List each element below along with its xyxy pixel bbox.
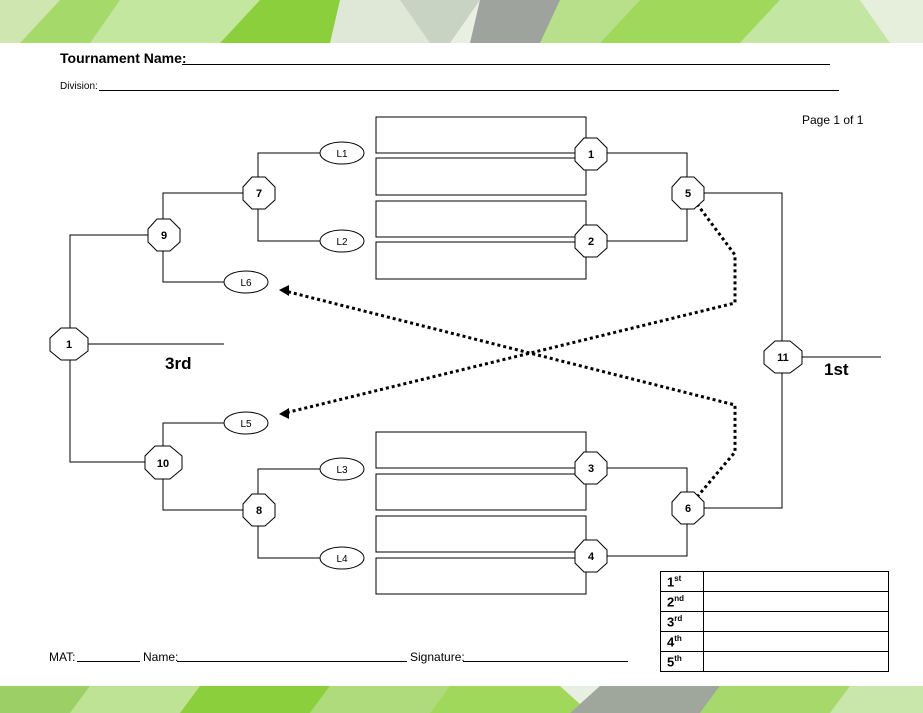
bottom-banner <box>0 686 923 713</box>
mat-field[interactable] <box>77 661 140 662</box>
placement-name-cell[interactable] <box>703 631 889 652</box>
placement-table: 1st 2nd 3rd 4th 5th <box>660 571 889 672</box>
placement-number: 4 <box>667 634 675 650</box>
match-node-label: 8 <box>256 505 262 517</box>
loser-slot-label: L4 <box>336 554 348 565</box>
match-node-label: 5 <box>685 188 691 200</box>
division-label: Division: <box>60 81 98 92</box>
competitor-box[interactable] <box>375 473 587 511</box>
match-node-label: 1 <box>588 149 594 161</box>
placement-number: 5 <box>667 654 675 670</box>
match-node-label: 1 <box>66 339 72 351</box>
placement-name-cell[interactable] <box>703 611 889 632</box>
match-node-label: 6 <box>685 503 691 515</box>
placement-suffix: th <box>674 653 682 663</box>
placement-row: 5th <box>660 651 889 672</box>
match-node-label: 2 <box>588 236 594 248</box>
loser-slot-label: L5 <box>240 419 252 430</box>
placement-name-cell[interactable] <box>703 591 889 612</box>
competitor-box[interactable] <box>375 515 587 553</box>
placement-row: 3rd <box>660 611 889 632</box>
placement-suffix: nd <box>674 593 685 603</box>
division-line[interactable] <box>99 90 839 91</box>
placement-name-cell[interactable] <box>703 571 889 592</box>
competitor-box[interactable] <box>375 200 587 238</box>
tournament-name-label: Tournament Name: <box>60 50 187 66</box>
name-field[interactable] <box>177 661 407 662</box>
placement-number: 3 <box>667 614 675 630</box>
loser-slot-label: L2 <box>336 237 348 248</box>
competitor-box[interactable] <box>375 116 587 154</box>
loser-slot-label: L3 <box>336 465 348 476</box>
match-node-label: 4 <box>588 551 595 563</box>
top-banner <box>0 0 923 43</box>
match-node-label: 7 <box>256 188 262 200</box>
name-label: Name: <box>143 650 179 664</box>
page-indicator: Page 1 of 1 <box>802 113 864 127</box>
third-place-label: 3rd <box>165 354 191 373</box>
match-node-label: 9 <box>161 230 167 242</box>
placement-number: 1 <box>667 574 675 590</box>
placement-row: 4th <box>660 631 889 652</box>
competitor-box[interactable] <box>375 431 587 469</box>
placement-suffix: rd <box>674 613 683 623</box>
placement-suffix: st <box>674 573 682 583</box>
competitor-box[interactable] <box>375 557 587 595</box>
competitor-box[interactable] <box>375 241 587 280</box>
competitor-box[interactable] <box>375 157 587 196</box>
signature-label: Signature: <box>410 650 465 664</box>
placement-name-cell[interactable] <box>703 651 889 672</box>
mat-label: MAT: <box>49 650 76 664</box>
tournament-name-line[interactable] <box>182 64 830 65</box>
match-node-label: 11 <box>777 352 789 364</box>
placement-row: 2nd <box>660 591 889 612</box>
match-node-label: 10 <box>157 458 169 470</box>
signature-field[interactable] <box>463 661 628 662</box>
loser-slot-label: L1 <box>336 149 348 160</box>
placement-suffix: th <box>674 633 682 643</box>
loser-slot-label: L6 <box>240 278 252 289</box>
placement-number: 2 <box>667 594 675 610</box>
placement-row: 1st <box>660 571 889 592</box>
match-node-label: 3 <box>588 463 594 475</box>
first-place-label: 1st <box>824 360 849 379</box>
